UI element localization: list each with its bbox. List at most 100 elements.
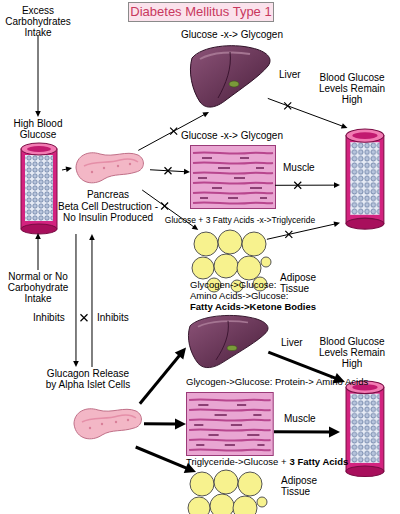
connector <box>136 447 196 473</box>
text-line: Glucagon Release by Alpha Islet Cells <box>42 368 134 390</box>
muscle <box>187 393 274 456</box>
diagram-node: High Blood Glucose <box>14 117 62 233</box>
liver <box>190 46 270 107</box>
text-line: Liver <box>281 337 321 348</box>
node-text: Glucose + 3 Fatty Acids -x->Triglyceride <box>165 215 315 225</box>
blocked-mark <box>294 182 301 189</box>
connector-line <box>267 224 336 240</box>
node-text: Normal or No Carbohydrate Intake <box>8 271 69 304</box>
connector-line <box>62 169 68 170</box>
connector-line <box>142 190 195 228</box>
diagram-node: Glucose -x-> GlycogenMuscle <box>190 145 275 210</box>
connector-line <box>274 430 332 433</box>
arrow-head <box>66 166 72 171</box>
diagram-node: Glucose -x-> GlycogenLiver <box>188 44 272 112</box>
pancreas <box>76 153 143 183</box>
connector <box>138 112 209 150</box>
text-line: Fatty Acids->Ketone Bodies <box>190 302 340 312</box>
connector-line <box>38 36 39 113</box>
connector <box>35 233 41 270</box>
diagram-title: Diabetes Mellitus Type 1 <box>128 2 274 22</box>
connector <box>89 234 95 367</box>
connector <box>73 234 87 367</box>
connector-line <box>150 170 186 172</box>
arrow-head <box>73 361 79 367</box>
arrow-head <box>175 418 186 429</box>
arrow-head <box>202 112 209 117</box>
connector <box>275 182 340 189</box>
node-text: Liver <box>281 337 303 348</box>
text-line: Liver <box>279 69 319 80</box>
connector <box>274 426 340 437</box>
arrow-head <box>184 463 196 473</box>
node-text: Blood Glucose Levels Remain High <box>319 336 385 369</box>
text-line: Glycogen->Glucose: <box>190 280 340 290</box>
connector-line <box>144 422 178 425</box>
node-text: Excess Carbohydrates Intake <box>5 5 71 38</box>
text-line: Excess Carbohydrates Intake <box>3 5 73 38</box>
blocked-mark <box>170 128 177 135</box>
arrow-head <box>329 426 340 437</box>
arrow-head <box>89 234 95 240</box>
blocked-mark <box>80 314 87 321</box>
connector-line <box>138 114 205 150</box>
text-line: Blood Glucose Levels Remain High <box>314 72 390 105</box>
node-text: High Blood Glucose <box>14 118 63 140</box>
diagram-node: Blood Glucose Levels Remain High <box>340 128 390 230</box>
diagram-node: PancreasBeta Cell Destruction - No Insul… <box>72 146 150 234</box>
adipose-tissue <box>188 470 267 514</box>
node-text: Amino Acids->Glucose: <box>190 290 288 301</box>
text-line: Amino Acids->Glucose: <box>190 291 340 301</box>
connector <box>150 167 190 174</box>
connector <box>268 352 345 383</box>
blocked-mark <box>284 102 291 109</box>
edge-label: Inhibits <box>97 312 129 323</box>
arrow-head <box>184 169 190 175</box>
arrow-head <box>334 221 340 226</box>
connector <box>267 221 340 239</box>
node-text: Glucose -x-> Glycogen <box>181 29 283 40</box>
node-text: Muscle <box>284 413 316 424</box>
connector <box>144 418 186 429</box>
node-text: 3 Fatty Acids <box>290 456 349 467</box>
node-text: Triglyceride->Glucose + <box>186 456 287 467</box>
blood-vial <box>346 129 384 229</box>
text-line: Adipose Tissue <box>281 475 325 497</box>
muscle <box>191 146 276 209</box>
diagram-node: Blood Glucose Levels Remain High <box>340 382 390 477</box>
node-text: Glycogen->Glucose: Protein-> Amino Acids <box>186 376 368 387</box>
connector <box>35 36 41 117</box>
node-text: Blood Glucose Levels Remain High <box>319 72 385 105</box>
text-line: Glycogen->Glucose: Protein-> Amino Acids <box>186 377 386 387</box>
pancreas <box>74 409 141 439</box>
arrow-head <box>35 233 41 239</box>
text-line: Muscle <box>284 413 324 424</box>
node-text: Fatty Acids->Ketone Bodies <box>190 301 316 312</box>
text-line: Glucose -x-> Glycogen <box>172 130 292 141</box>
arrow-head <box>192 224 199 230</box>
connector <box>62 166 72 171</box>
blocked-mark <box>165 167 172 174</box>
connector <box>142 190 198 230</box>
text-line: High Blood Glucose <box>8 118 68 140</box>
node-text: Beta Cell Destruction - No Insulin Produ… <box>58 201 158 223</box>
liver <box>188 315 268 367</box>
blood-vial <box>346 381 384 477</box>
node-text: Liver <box>279 69 301 80</box>
connector-line <box>75 234 76 363</box>
diagram-node: Triglyceride->Glucose +3 Fatty AcidsAdip… <box>188 470 268 512</box>
diagram-node: Excess Carbohydrates Intake <box>3 4 73 36</box>
diagram-node: Glycogen->Glucose:Amino Acids->Glucose:F… <box>186 314 270 370</box>
arrow-head <box>333 373 345 383</box>
connector-line <box>91 238 92 367</box>
node-text: Adipose Tissue <box>281 475 317 497</box>
connector-line <box>268 98 344 126</box>
text-line: Triglyceride->Glucose +3 Fatty Acids <box>186 457 386 467</box>
connector-line <box>275 185 336 186</box>
node-text: Glycogen->Glucose: <box>190 279 276 290</box>
arrow-head <box>334 182 340 188</box>
connector-line <box>268 352 338 379</box>
